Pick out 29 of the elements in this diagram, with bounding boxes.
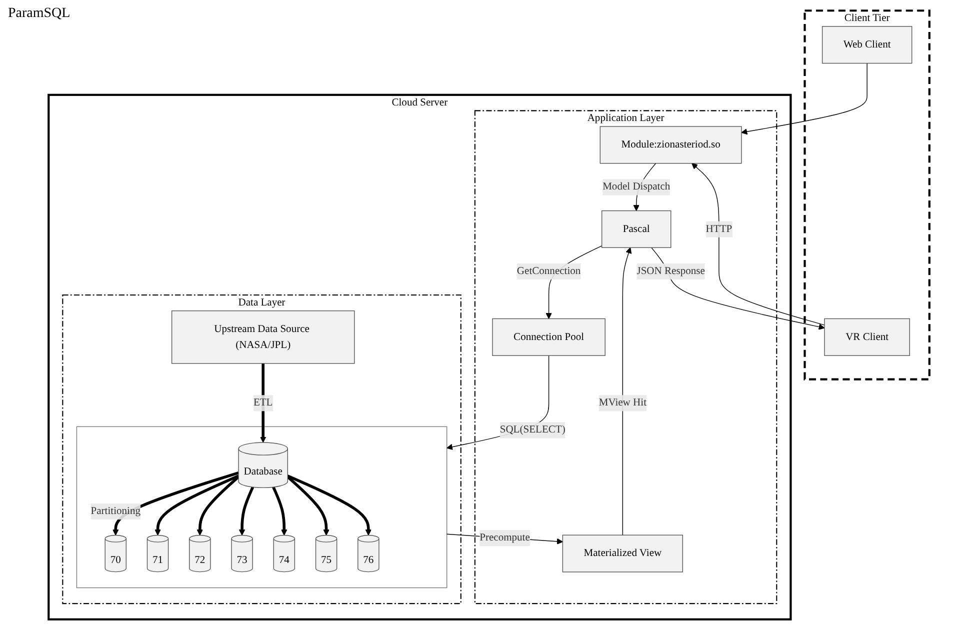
arrow xyxy=(260,363,267,443)
arrow xyxy=(287,476,330,536)
arrow xyxy=(155,474,240,536)
node-box: Module:zionasteriod.so xyxy=(600,126,742,164)
edge-label: MView Hit xyxy=(599,397,647,408)
node-box: VR Client xyxy=(824,318,910,356)
cluster xyxy=(76,426,448,588)
edge-label: Precompute xyxy=(480,532,530,544)
node-box: Web Client xyxy=(822,26,913,64)
node-box: Pascal xyxy=(602,210,672,248)
edge-label: HTTP xyxy=(706,223,733,235)
arrow xyxy=(239,486,255,536)
arrow xyxy=(652,247,826,330)
node-box: Upstream Data Source (NASA/JPL) xyxy=(172,310,356,364)
node-box: Connection Pool xyxy=(492,318,606,356)
arrow xyxy=(622,247,632,536)
arrow xyxy=(197,476,240,536)
edge-label: GetConnection xyxy=(517,266,582,277)
arrow xyxy=(272,486,288,536)
note-text: ParamSQL xyxy=(8,6,70,22)
edge-label: SQL(SELECT) xyxy=(500,424,566,436)
edge-label: JSON Response xyxy=(637,266,706,277)
edge-label: ETL xyxy=(254,397,274,408)
edge-label: Partitioning xyxy=(91,506,141,517)
arrow xyxy=(742,62,868,135)
node-box: Materialized View xyxy=(562,534,684,572)
arrow xyxy=(692,163,826,326)
arrow xyxy=(288,474,372,536)
edge-label: Model Dispatch xyxy=(603,181,671,192)
